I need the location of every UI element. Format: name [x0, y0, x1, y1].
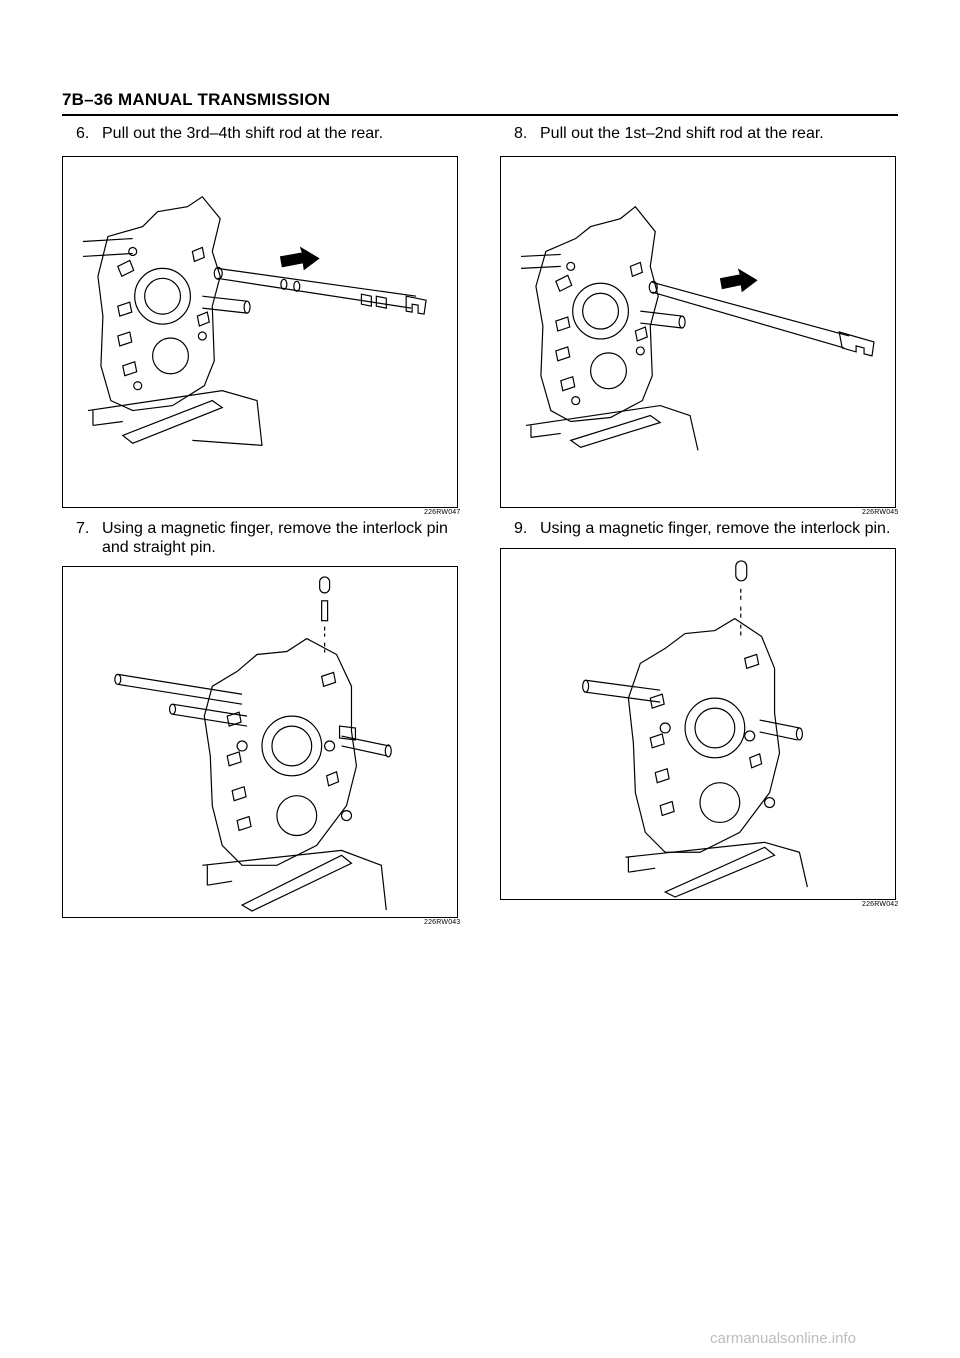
figure-id: 226RW042	[862, 901, 899, 908]
page-header: 7B–36 MANUAL TRANSMISSION	[62, 90, 331, 109]
figure-interlock-pin	[500, 548, 896, 900]
step-6: 6. Pull out the 3rd–4th shift rod at the …	[76, 124, 383, 143]
illustration-plate-pin	[582, 560, 808, 898]
illustration-plate-rod-out	[82, 195, 427, 446]
step-number: 8.	[514, 125, 528, 142]
step-text: Using a magnetic finger, remove the inte…	[102, 520, 448, 537]
step-text: Pull out the 1st–2nd shift rod at the re…	[540, 125, 824, 142]
figure-id: 226RW047	[424, 509, 461, 516]
figure-1st-2nd-shift-rod	[500, 156, 896, 508]
step-9: 9. Using a magnetic finger, remove the in…	[514, 519, 890, 538]
figure-interlock-and-straight-pin	[62, 566, 458, 918]
figure-id: 226RW043	[424, 919, 461, 926]
header-rule	[62, 114, 898, 116]
step-number: 7.	[76, 520, 90, 537]
step-text: Using a magnetic finger, remove the inte…	[540, 520, 891, 537]
step-text-continued: and straight pin.	[102, 539, 216, 556]
step-8: 8. Pull out the 1st–2nd shift rod at the …	[514, 124, 824, 143]
step-text: Pull out the 3rd–4th shift rod at the re…	[102, 125, 384, 142]
watermark: carmanualsonline.info	[710, 1330, 856, 1347]
step-7: 7. Using a magnetic finger, remove the in…	[76, 519, 448, 557]
step-number: 9.	[514, 520, 528, 537]
illustration-plate-pins	[114, 576, 392, 912]
figure-id: 226RW045	[862, 509, 899, 516]
step-number: 6.	[76, 125, 90, 142]
illustration-plate-rod-out	[520, 205, 875, 451]
figure-3rd-4th-shift-rod	[62, 156, 458, 508]
